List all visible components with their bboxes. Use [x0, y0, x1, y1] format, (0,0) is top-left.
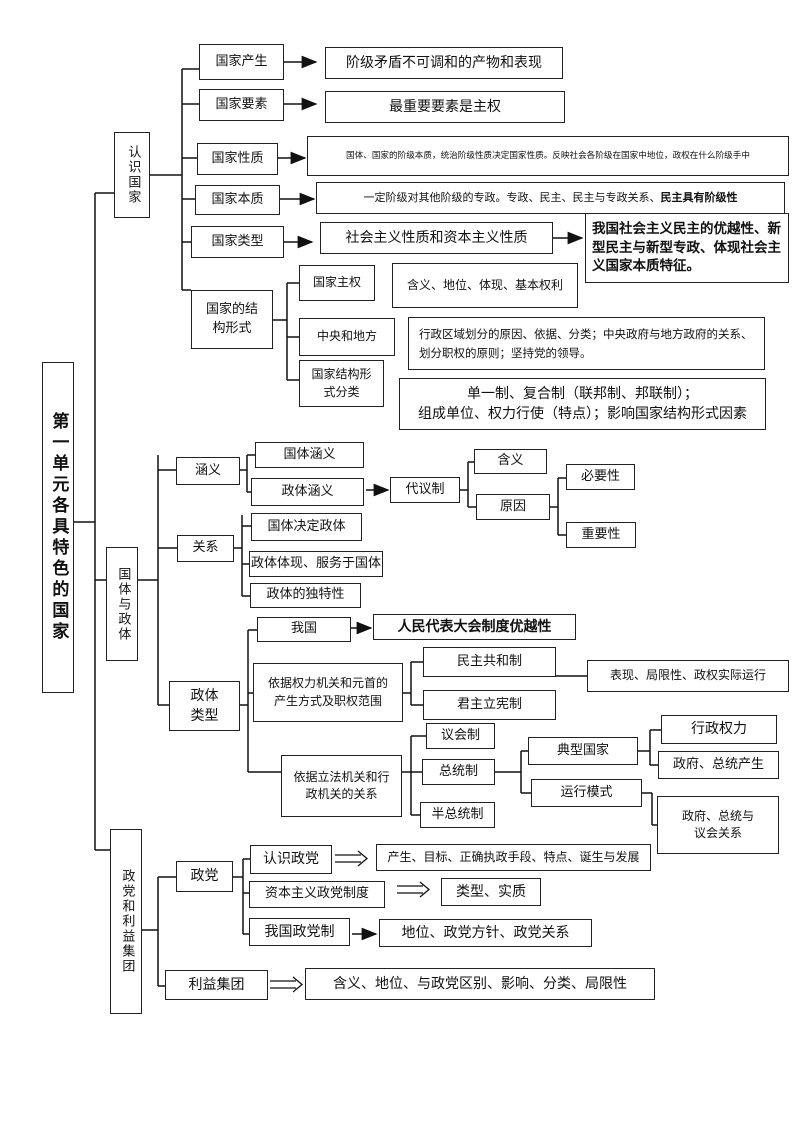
node-gov-parliament-relation: 政府、总统与议会关系	[657, 796, 779, 854]
node-regime-decides: 国体决定政体	[251, 513, 362, 541]
node-political-party: 政党	[176, 861, 233, 892]
node-relation: 关系	[177, 535, 234, 562]
node-state-structure: 国家的结构形式	[191, 290, 273, 349]
node-state-origin-desc: 阶级矛盾不可调和的产物和表现	[325, 47, 563, 79]
node-interest-group: 利益集团	[165, 970, 268, 1000]
node-state-elements-desc: 最重要要素是主权	[325, 91, 565, 123]
node-know-party: 认识政党	[250, 845, 332, 874]
node-parliamentary: 议会制	[426, 723, 495, 749]
section-head-party: 政党和利益集团	[110, 829, 142, 1014]
node-operation-mode: 运行模式	[531, 779, 642, 807]
structure-class-line1: 单一制、复合制（联邦制、邦联制）；	[467, 385, 698, 402]
node-govform-types: 政体类型	[169, 681, 240, 731]
node-state-elements: 国家要素	[199, 89, 284, 121]
node-interest-group-desc: 含义、地位、与政党区别、影响、分类、局限性	[305, 968, 655, 1000]
node-basis-1: 依据权力机关和元首的产生方式及职权范围	[253, 663, 403, 722]
node-govform-meaning: 政体涵义	[251, 478, 364, 506]
node-state-origin: 国家产生	[199, 44, 284, 80]
node-capitalist-party-desc: 类型、实质	[441, 878, 541, 906]
node-democratic-republic: 民主共和制	[423, 647, 556, 677]
node-govform-unique: 政体的独特性	[250, 583, 361, 608]
node-constitutional-monarchy: 君主立宪制	[423, 690, 556, 720]
node-know-party-desc: 产生、目标、正确执政手段、特点、诞生与发展	[376, 844, 651, 871]
node-executive-power: 行政权力	[661, 715, 777, 744]
node-state-type-note: 我国社会主义民主的优越性、新型民主与新型专政、体现社会主义国家本质特征。	[585, 213, 789, 283]
node-typical-countries: 典型国家	[528, 737, 638, 765]
section-head-know-state: 认识国家	[114, 132, 150, 218]
node-central-local: 中央和地方	[299, 318, 395, 356]
essence-desc-text: 一定阶级对其他阶级的专政。专政、民主、民主与专政关系、	[363, 191, 661, 205]
node-rep-meaning: 含义	[474, 449, 547, 474]
node-sovereignty: 国家主权	[299, 265, 375, 301]
node-importance: 重要性	[566, 522, 636, 548]
node-state-essence: 国家本质	[195, 185, 280, 215]
node-npc-advantage: 人民代表大会制度优越性	[373, 614, 576, 640]
structure-class-line2: 组成单位、权力行使（特点）；影响国家结构形式因素	[418, 406, 747, 422]
node-our-party-system: 我国政党制	[249, 918, 350, 946]
page-title: 第一单元各具特色的国家	[42, 362, 74, 693]
node-state-nature: 国家性质	[197, 143, 278, 175]
node-central-local-desc: 行政区域划分的原因、依据、分类；中央政府与地方政府的关系、划分职权的原则；坚持党…	[408, 317, 765, 370]
node-capitalist-party: 资本主义政党制度	[249, 881, 385, 908]
node-presidential: 总统制	[422, 759, 495, 785]
node-govform-serves: 政体体现、服务于国体	[249, 551, 383, 577]
node-structure-class: 国家结构形式分类	[299, 360, 384, 407]
node-rep-reason: 原因	[476, 494, 550, 520]
node-state-nature-desc: 国体、国家的阶级本质，统治阶级性质决定国家性质。反映社会各阶级在国家中地位，政权…	[307, 136, 789, 176]
node-meaning: 涵义	[176, 457, 240, 485]
node-basis-2: 依据立法机关和行政机关的关系	[281, 755, 402, 817]
node-state-essence-label: 国家本质	[211, 191, 264, 207]
node-state-essence-desc: 一定阶级对其他阶级的专政。专政、民主、民主与专政关系、民主具有阶级性	[316, 182, 785, 214]
node-regime-meaning: 国体涵义	[255, 442, 364, 468]
node-structure-class-desc: 单一制、复合制（联邦制、邦联制）； 组成单位、权力行使（特点）；影响国家结构形式…	[399, 378, 766, 430]
section-head-regime: 国体与政体	[106, 547, 138, 661]
node-representative-system: 代议制	[390, 477, 460, 503]
node-our-country: 我国	[257, 617, 351, 642]
essence-desc-bold: 民主具有阶级性	[660, 191, 738, 205]
node-necessity: 必要性	[566, 464, 635, 490]
node-performance: 表现、局限性、政权实际运行	[587, 660, 789, 692]
node-semi-presidential: 半总统制	[420, 802, 495, 828]
node-state-type-desc: 社会主义性质和资本主义性质	[320, 222, 553, 254]
node-gov-president-origin: 政府、总统产生	[658, 751, 779, 779]
node-state-type: 国家类型	[191, 226, 284, 258]
node-sovereignty-desc: 含义、地位、体现、基本权利	[392, 263, 578, 308]
node-our-party-system-desc: 地位、政党方针、政党关系	[379, 919, 592, 947]
